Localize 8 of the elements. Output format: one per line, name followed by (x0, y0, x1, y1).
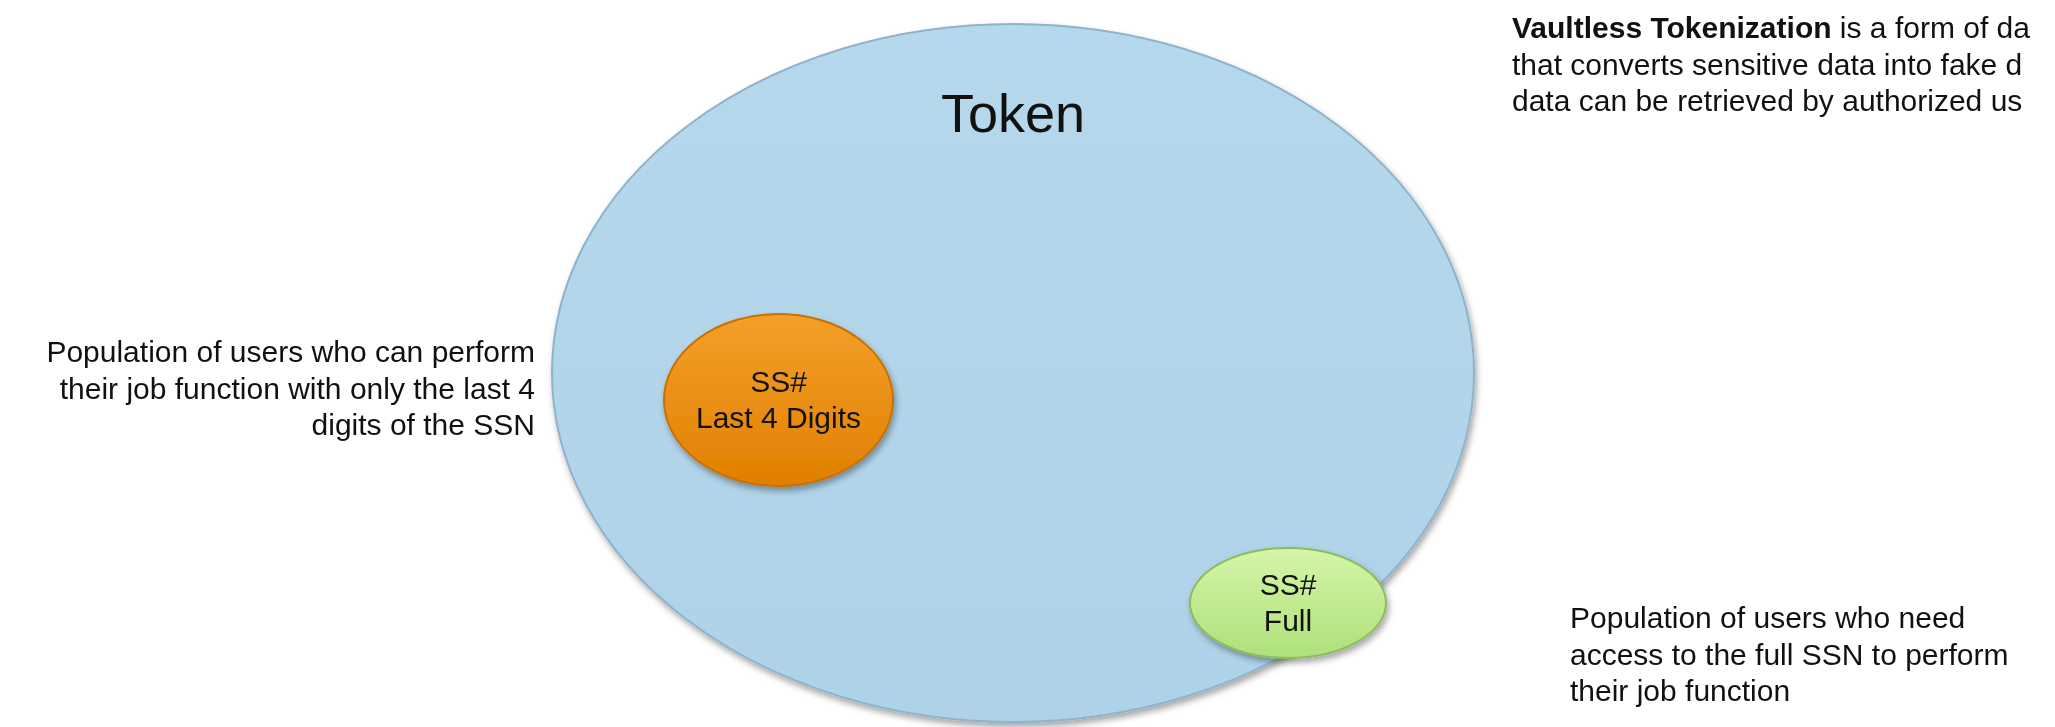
note-text: Vaultless Tokenization is a form of da that converts sensitive data into fake d data can be retrieved by authorized us (1512, 10, 2031, 120)
ellipse-label: Full (1263, 603, 1313, 639)
ellipse-label: SS# (750, 364, 807, 400)
note-text: Population of users who can perform their job function with only the last 4 digits of the SSN (45, 334, 535, 444)
note-text: Population of users who need access to the full SSN to perform their job function (1570, 600, 2010, 710)
ellipse-label: SS# (1259, 567, 1317, 603)
ellipse-title: Token (940, 82, 1086, 144)
ellipse-label: Last 4 Digits (695, 400, 862, 436)
